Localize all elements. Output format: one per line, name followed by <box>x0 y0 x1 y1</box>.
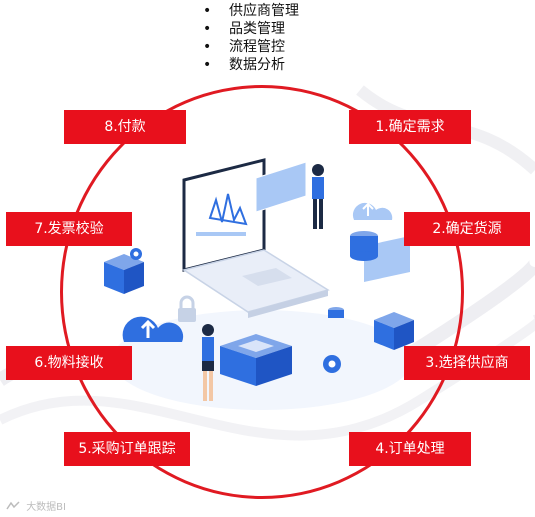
lock-icon <box>178 295 196 322</box>
step-6-label: 6.物料接收 <box>6 346 132 380</box>
step-1-label: 1.确定需求 <box>349 110 471 144</box>
step-8-label: 8.付款 <box>64 110 186 144</box>
gear-icon <box>130 248 341 373</box>
bullet-list: 供应商管理 品类管理 流程管控 数据分析 <box>203 2 299 74</box>
bullet-item: 供应商管理 <box>203 2 299 20</box>
bullet-item: 流程管控 <box>203 38 299 56</box>
step-5-label: 5.采购订单跟踪 <box>64 432 190 466</box>
step-7-label: 7.发票校验 <box>6 212 132 246</box>
isometric-illustration <box>104 158 414 410</box>
process-cycle-ring <box>60 85 464 499</box>
bullet-item: 品类管理 <box>203 20 299 38</box>
watermark-logo-icon <box>6 501 20 510</box>
watermark-text: 大数据BI <box>26 502 66 513</box>
person-icon <box>202 164 324 401</box>
step-4-label: 4.订单处理 <box>349 432 471 466</box>
cloud-upload-icon <box>122 202 393 342</box>
server-block-icon <box>104 254 414 386</box>
laptop-icon <box>182 158 330 318</box>
watermark: 大数据BI <box>6 498 66 513</box>
step-3-label: 3.选择供应商 <box>404 346 530 380</box>
database-icon <box>328 231 378 318</box>
bullet-item: 数据分析 <box>203 56 299 74</box>
step-2-label: 2.确定货源 <box>404 212 530 246</box>
